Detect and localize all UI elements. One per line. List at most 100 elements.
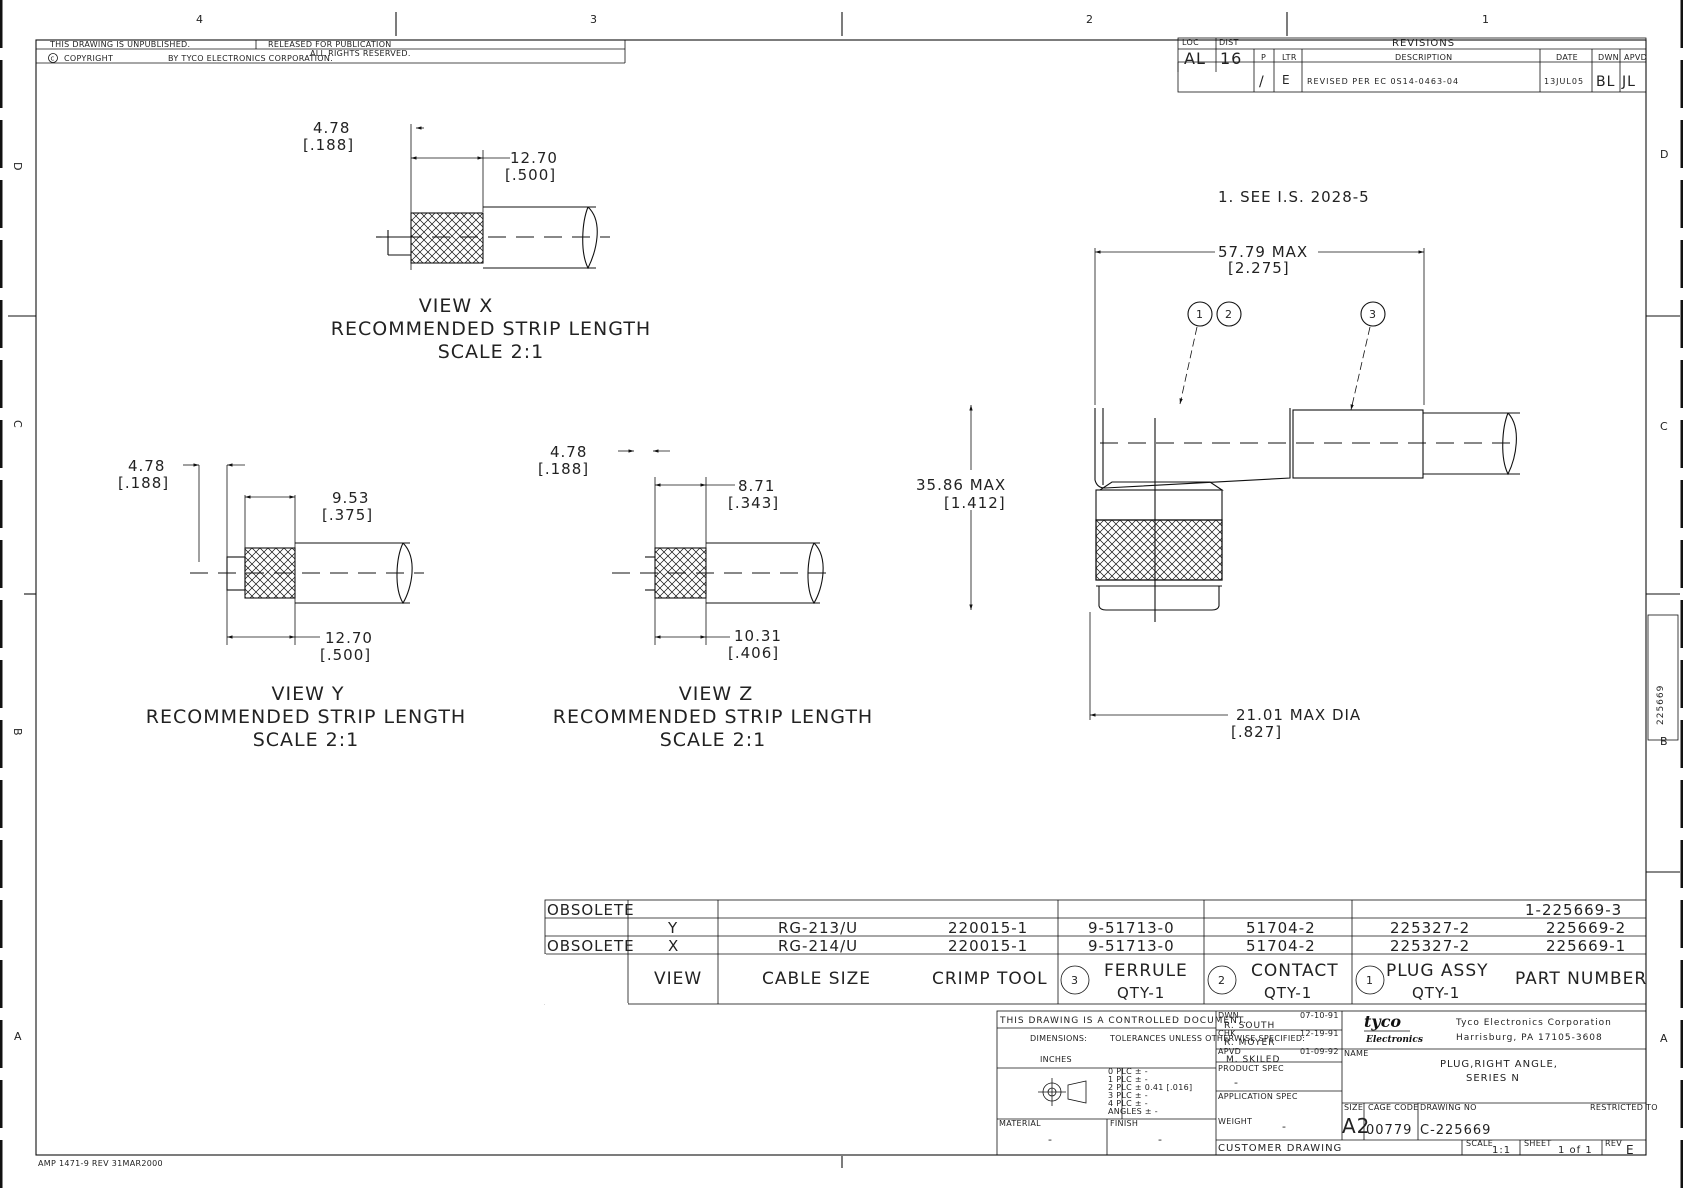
row2-plug: 225327-2 <box>1390 919 1470 937</box>
view-y: 4.78 [.188] 9.53 [.375] 12.70 [.500] VIE… <box>118 457 465 751</box>
rev-description: REVISED PER EC 0S14-0463-04 <box>1307 77 1459 86</box>
row2-contact: 51704-2 <box>1246 919 1316 937</box>
zone-c-left: C <box>11 420 24 429</box>
rev-apvd: JL <box>1621 74 1636 90</box>
zone-markers: 4 3 2 1 D C B A D C B A <box>11 13 1669 1045</box>
header-copyright: COPYRIGHT <box>64 54 113 63</box>
main-connector-view: 1. SEE I.S. 2028-5 57.79 MAX [2.275] 35.… <box>916 188 1520 741</box>
hdr-contact-num: 2 <box>1218 974 1226 987</box>
view-z-dim-b-in: [.343] <box>728 494 779 512</box>
tb-app-spec-label: APPLICATION SPEC <box>1218 1092 1298 1101</box>
rev-dwn-label: DWN <box>1598 53 1619 62</box>
tb-dwn-label: DWN <box>1218 1011 1239 1020</box>
tb-name-1: PLUG,RIGHT ANGLE, <box>1440 1059 1558 1070</box>
tb-company: Tyco Electronics Corporation <box>1455 1018 1612 1028</box>
zone-b: B <box>1660 735 1669 748</box>
tb-dwg-label: DRAWING NO <box>1420 1103 1477 1112</box>
view-y-title: VIEW Y <box>271 683 344 705</box>
svg-text:c: c <box>51 55 56 63</box>
view-z-subtitle: RECOMMENDED STRIP LENGTH <box>553 706 873 728</box>
header-strip: THIS DRAWING IS UNPUBLISHED. RELEASED FO… <box>36 40 626 64</box>
tb-chk-date: 12-19-91 <box>1300 1029 1339 1038</box>
zone-a: A <box>1660 1032 1669 1045</box>
tb-dwn-date: 07-10-91 <box>1300 1011 1339 1020</box>
callout-1 <box>1187 301 1213 327</box>
tb-tol-1: 1 PLC ± - <box>1108 1075 1148 1084</box>
tb-sheet: 1 of 1 <box>1558 1145 1593 1156</box>
view-x: 4.78 [.188] 12.70 [.500] VIEW X RECOMMEN… <box>303 119 651 363</box>
tb-dwg-no: C-225669 <box>1420 1123 1491 1138</box>
svg-text:2: 2 <box>1225 308 1233 321</box>
row3-plug: 225327-2 <box>1390 937 1470 955</box>
tb-controlled: THIS DRAWING IS A CONTROLLED DOCUMENT. <box>999 1016 1247 1026</box>
rev-date: 13JUL05 <box>1544 77 1584 86</box>
hdr-ferrule: FERRULE <box>1104 961 1188 981</box>
row3-cable: RG-214/U <box>778 937 858 955</box>
tb-material: - <box>1048 1133 1053 1146</box>
rev-ltr-label: LTR <box>1282 53 1297 62</box>
tb-size-label: SIZE <box>1344 1103 1363 1112</box>
rev-ltr: E <box>1282 73 1291 87</box>
rev-apvd-label: APVD <box>1624 53 1647 62</box>
tb-sheet-label: SHEET <box>1524 1139 1552 1148</box>
row2-part: 225669-2 <box>1546 919 1626 937</box>
view-x-dim-a: 4.78 <box>313 119 350 137</box>
row1-status: OBSOLETE <box>547 901 635 919</box>
tb-tolerances: TOLERANCES UNLESS OTHERWISE SPECIFIED: <box>1109 1034 1305 1043</box>
rev-loc: AL <box>1184 49 1206 68</box>
zone-c: C <box>1660 420 1669 433</box>
hdr-cable: CABLE SIZE <box>762 969 871 989</box>
tyco-logo: tyco <box>1364 1012 1401 1031</box>
rev-dist: 16 <box>1220 49 1242 68</box>
view-y-dim-a: 4.78 <box>128 457 165 475</box>
view-x-scale: SCALE 2:1 <box>438 341 545 363</box>
zone-d-left: D <box>11 162 24 171</box>
view-z-dim-c-in: [.406] <box>728 644 779 662</box>
row2-ferrule: 9-51713-0 <box>1088 919 1175 937</box>
tb-company-addr: Harrisburg, PA 17105-3608 <box>1456 1033 1603 1043</box>
zone-a-left: A <box>14 1030 23 1043</box>
hdr-contact: CONTACT <box>1251 961 1339 981</box>
tb-name-label: NAME <box>1344 1049 1369 1058</box>
row2-view: Y <box>667 919 678 937</box>
tb-dwn-name: R. SOUTH <box>1224 1021 1275 1031</box>
view-z-dim-a: 4.78 <box>550 443 587 461</box>
tb-finish-label: FINISH <box>1110 1119 1138 1128</box>
row3-view: X <box>668 937 679 955</box>
zone-2: 2 <box>1086 13 1094 26</box>
row3-part: 225669-1 <box>1546 937 1626 955</box>
zone-1: 1 <box>1482 13 1490 26</box>
tb-tol-0: 0 PLC ± - <box>1108 1067 1148 1076</box>
main-dim-h: 35.86 MAX <box>916 476 1006 494</box>
header-released: RELEASED FOR PUBLICATION <box>268 40 392 49</box>
revisions-block: LOC DIST REVISIONS AL 16 P LTR DESCRIPTI… <box>1177 37 1647 93</box>
rev-date-label: DATE <box>1556 53 1578 62</box>
view-y-dim-c: 12.70 <box>325 629 373 647</box>
hdr-plug-num: 1 <box>1366 974 1374 987</box>
tb-material-label: MATERIAL <box>999 1119 1041 1128</box>
main-dim-len-in: [2.275] <box>1228 259 1290 277</box>
tb-tol-4: 4 PLC ± - <box>1108 1099 1148 1108</box>
tb-scale: 1:1 <box>1492 1145 1511 1156</box>
main-dim-dia-in: [.827] <box>1231 723 1282 741</box>
tb-weight-label: WEIGHT <box>1218 1117 1252 1126</box>
row1-part: 1-225669-3 <box>1525 901 1622 919</box>
row3-tool: 220015-1 <box>948 937 1028 955</box>
tb-chk-label: CHK <box>1218 1029 1236 1038</box>
view-z: 4.78 [.188] 8.71 [.343] 10.31 [.406] VIE… <box>538 443 873 751</box>
callout-3 <box>1360 301 1386 327</box>
rev-dist-label: DIST <box>1219 38 1239 47</box>
tb-name-2: SERIES N <box>1466 1073 1520 1084</box>
hdr-part: PART NUMBER <box>1515 969 1647 989</box>
hdr-ferrule-num: 3 <box>1071 974 1079 987</box>
svg-text:3: 3 <box>1369 308 1377 321</box>
view-x-subtitle: RECOMMENDED STRIP LENGTH <box>331 318 651 340</box>
tyco-logo-sub: Electronics <box>1365 1035 1423 1045</box>
view-y-dim-b-in: [.375] <box>322 506 373 524</box>
tb-tol-5: ANGLES ± - <box>1108 1107 1158 1116</box>
projection-symbol-icon <box>1038 1078 1087 1106</box>
tb-cage-label: CAGE CODE <box>1368 1103 1419 1112</box>
tb-appd-date: 01-09-92 <box>1300 1047 1339 1056</box>
